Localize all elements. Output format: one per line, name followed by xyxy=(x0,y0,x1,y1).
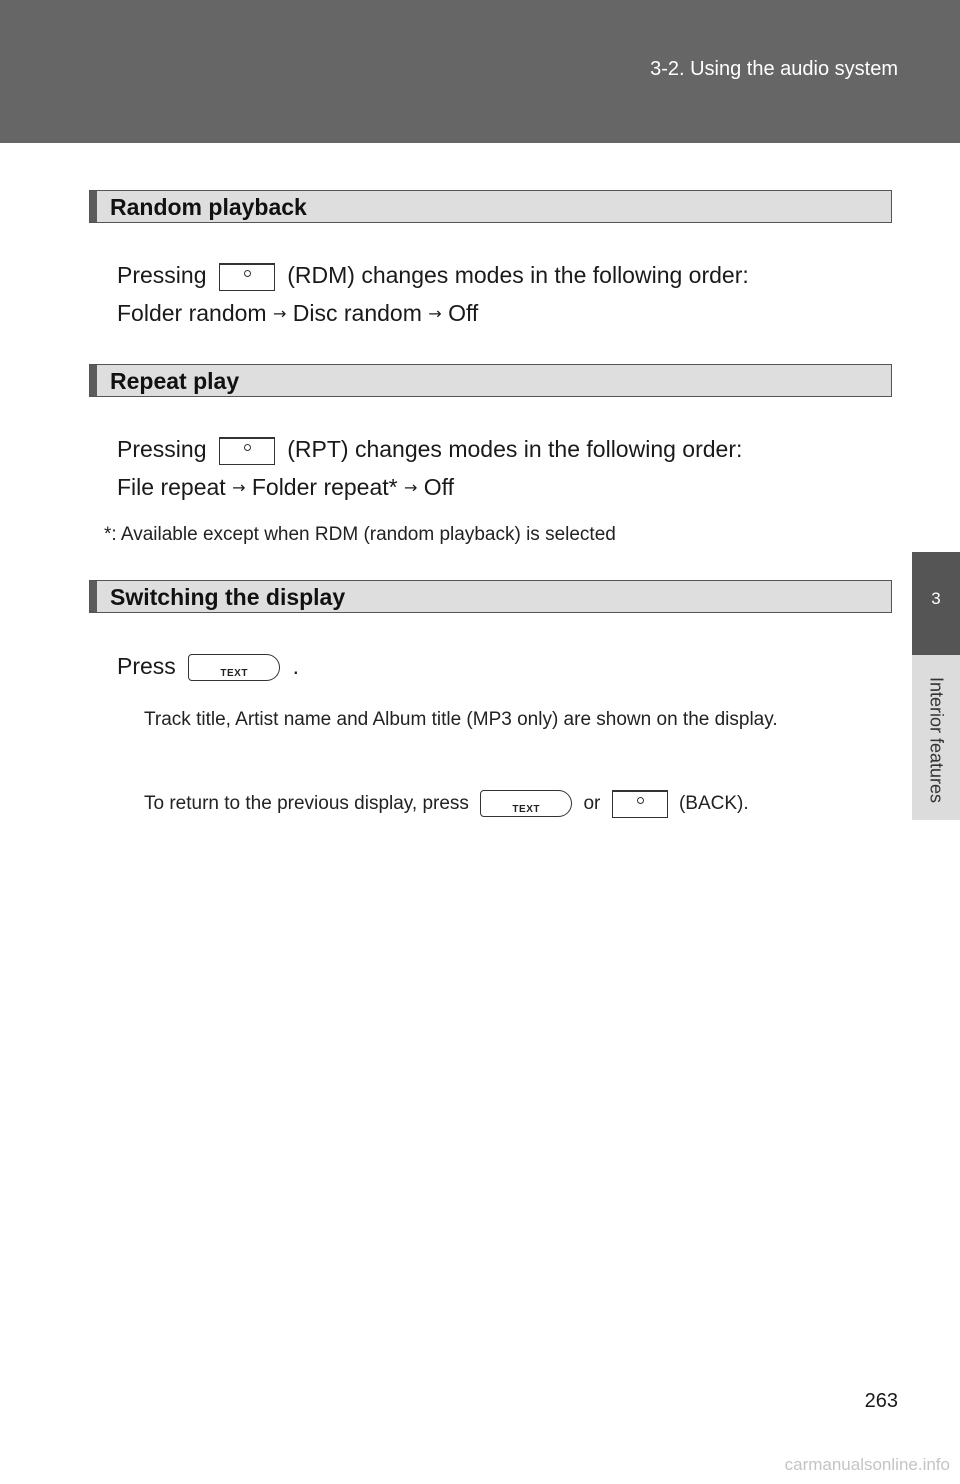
heading-marker xyxy=(90,191,97,222)
text: (BACK). xyxy=(678,793,749,814)
repeat-instruction: Pressing (RPT) changes modes in the foll… xyxy=(117,436,742,465)
heading-random-playback: Random playback xyxy=(89,190,892,223)
arrow-right-icon: → xyxy=(232,478,246,497)
header-bar: 3-2. Using the audio system xyxy=(0,0,960,143)
repeat-sequence: File repeat → Folder repeat* → Off xyxy=(117,474,454,501)
text: (RDM) changes modes in the following ord… xyxy=(287,262,749,288)
display-description: Track title, Artist name and Album title… xyxy=(144,709,778,730)
heading-text: Switching the display xyxy=(110,584,346,610)
text: Folder repeat* xyxy=(251,474,398,500)
heading-repeat-play: Repeat play xyxy=(89,364,892,397)
text: File repeat xyxy=(117,474,226,500)
text-button: TEXT xyxy=(188,654,281,682)
text: Disc random xyxy=(292,300,422,326)
text-button: TEXT xyxy=(480,790,573,818)
text: To return to the previous display, press xyxy=(144,793,469,814)
text-button-label: TEXT xyxy=(512,804,540,816)
text: Off xyxy=(423,474,455,500)
chapter-number: 3 xyxy=(931,589,941,608)
chapter-label: Interior features xyxy=(926,676,947,804)
arrow-right-icon: → xyxy=(428,304,442,323)
random-instruction: Pressing (RDM) changes modes in the foll… xyxy=(117,262,749,291)
rpt-button xyxy=(218,436,275,465)
rdm-button xyxy=(218,262,275,291)
text: Pressing xyxy=(117,436,207,462)
heading-switching-display: Switching the display xyxy=(89,580,892,613)
display-instruction: Press TEXT . xyxy=(117,653,299,682)
text: Press xyxy=(117,653,176,679)
section-title: 3-2. Using the audio system xyxy=(650,58,898,80)
display-return-instruction: To return to the previous display, press… xyxy=(144,788,890,820)
heading-text: Random playback xyxy=(110,194,307,220)
heading-text: Repeat play xyxy=(110,368,240,394)
watermark: carmanualsonline.info xyxy=(784,1455,950,1474)
text: Pressing xyxy=(117,262,207,288)
text: Off xyxy=(448,300,479,326)
chapter-band xyxy=(912,655,960,820)
text-button-label: TEXT xyxy=(220,668,248,680)
chapter-tab: 3 xyxy=(912,552,960,655)
page-number: 263 xyxy=(864,1390,898,1412)
repeat-footnote: *: Available except when RDM (random pla… xyxy=(104,524,616,545)
heading-marker xyxy=(90,365,97,396)
indicator-dot-icon xyxy=(243,269,251,277)
random-sequence: Folder random → Disc random → Off xyxy=(117,300,478,327)
arrow-right-icon: → xyxy=(404,478,418,497)
indicator-dot-icon xyxy=(636,796,644,804)
text: Folder random xyxy=(117,300,267,326)
text: (RPT) changes modes in the following ord… xyxy=(287,436,743,462)
heading-marker xyxy=(90,581,97,612)
text: or xyxy=(583,793,601,814)
text: . xyxy=(292,653,299,679)
indicator-dot-icon xyxy=(243,443,251,451)
arrow-right-icon: → xyxy=(272,304,287,323)
back-button xyxy=(611,789,668,818)
